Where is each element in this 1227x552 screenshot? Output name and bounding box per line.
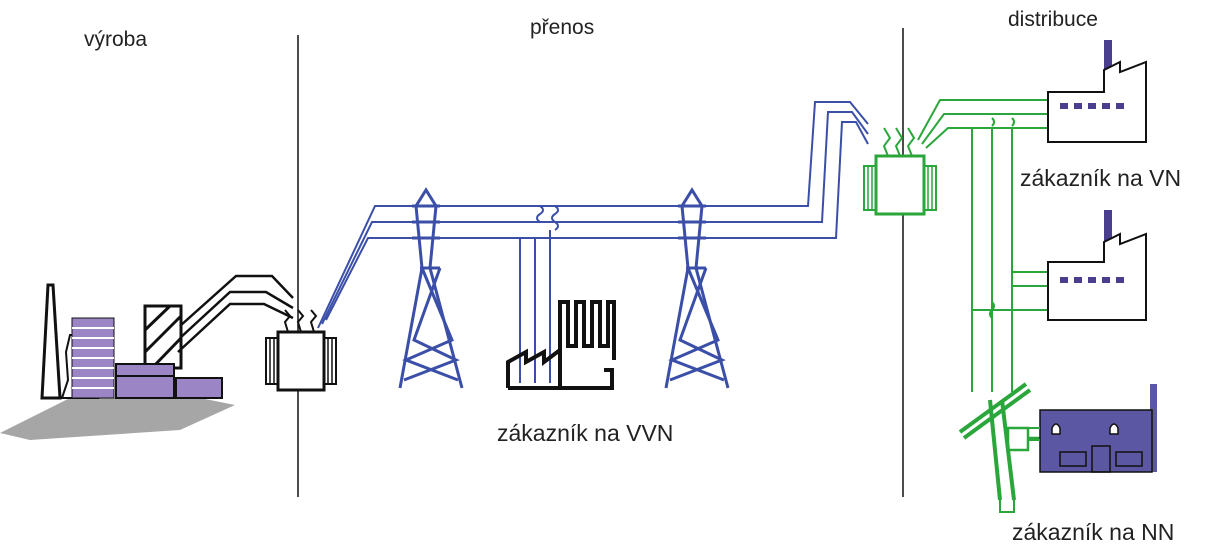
customer-label-vvn: zákazník na VVN — [497, 420, 673, 446]
factory-vn-icon — [1047, 40, 1147, 143]
distribution-lines — [917, 99, 1048, 392]
house-nn-icon — [1028, 384, 1157, 473]
power-plant-icon — [0, 274, 294, 440]
transformer-body — [276, 330, 326, 392]
house-body — [1039, 409, 1153, 473]
turbine-hall — [115, 363, 175, 399]
customer-label-nn: zákazník na NN — [1012, 519, 1174, 545]
plant-ground-shadow — [0, 398, 235, 440]
section-label-transmission: přenos — [530, 16, 594, 39]
section-label-generation: výroba — [84, 28, 147, 51]
transformer-fin-right — [323, 337, 337, 385]
transmission-tower-icon — [664, 187, 730, 389]
distribution-transformer-icon — [863, 127, 937, 216]
section-label-distribution: distribuce — [1008, 8, 1098, 31]
chimney — [40, 283, 62, 400]
factory-vn-second-icon — [1047, 210, 1147, 321]
transformer-fin-left — [265, 337, 279, 385]
transmission-tower-icon — [398, 187, 464, 389]
customer-label-vn: zákazník na VN — [1020, 165, 1181, 191]
distribution-pole-icon — [958, 382, 1042, 513]
factory-vvn-icon — [506, 300, 616, 390]
step-up-transformer-icon — [265, 309, 337, 392]
factory-chimney — [1104, 40, 1112, 92]
generator-block — [175, 377, 223, 399]
